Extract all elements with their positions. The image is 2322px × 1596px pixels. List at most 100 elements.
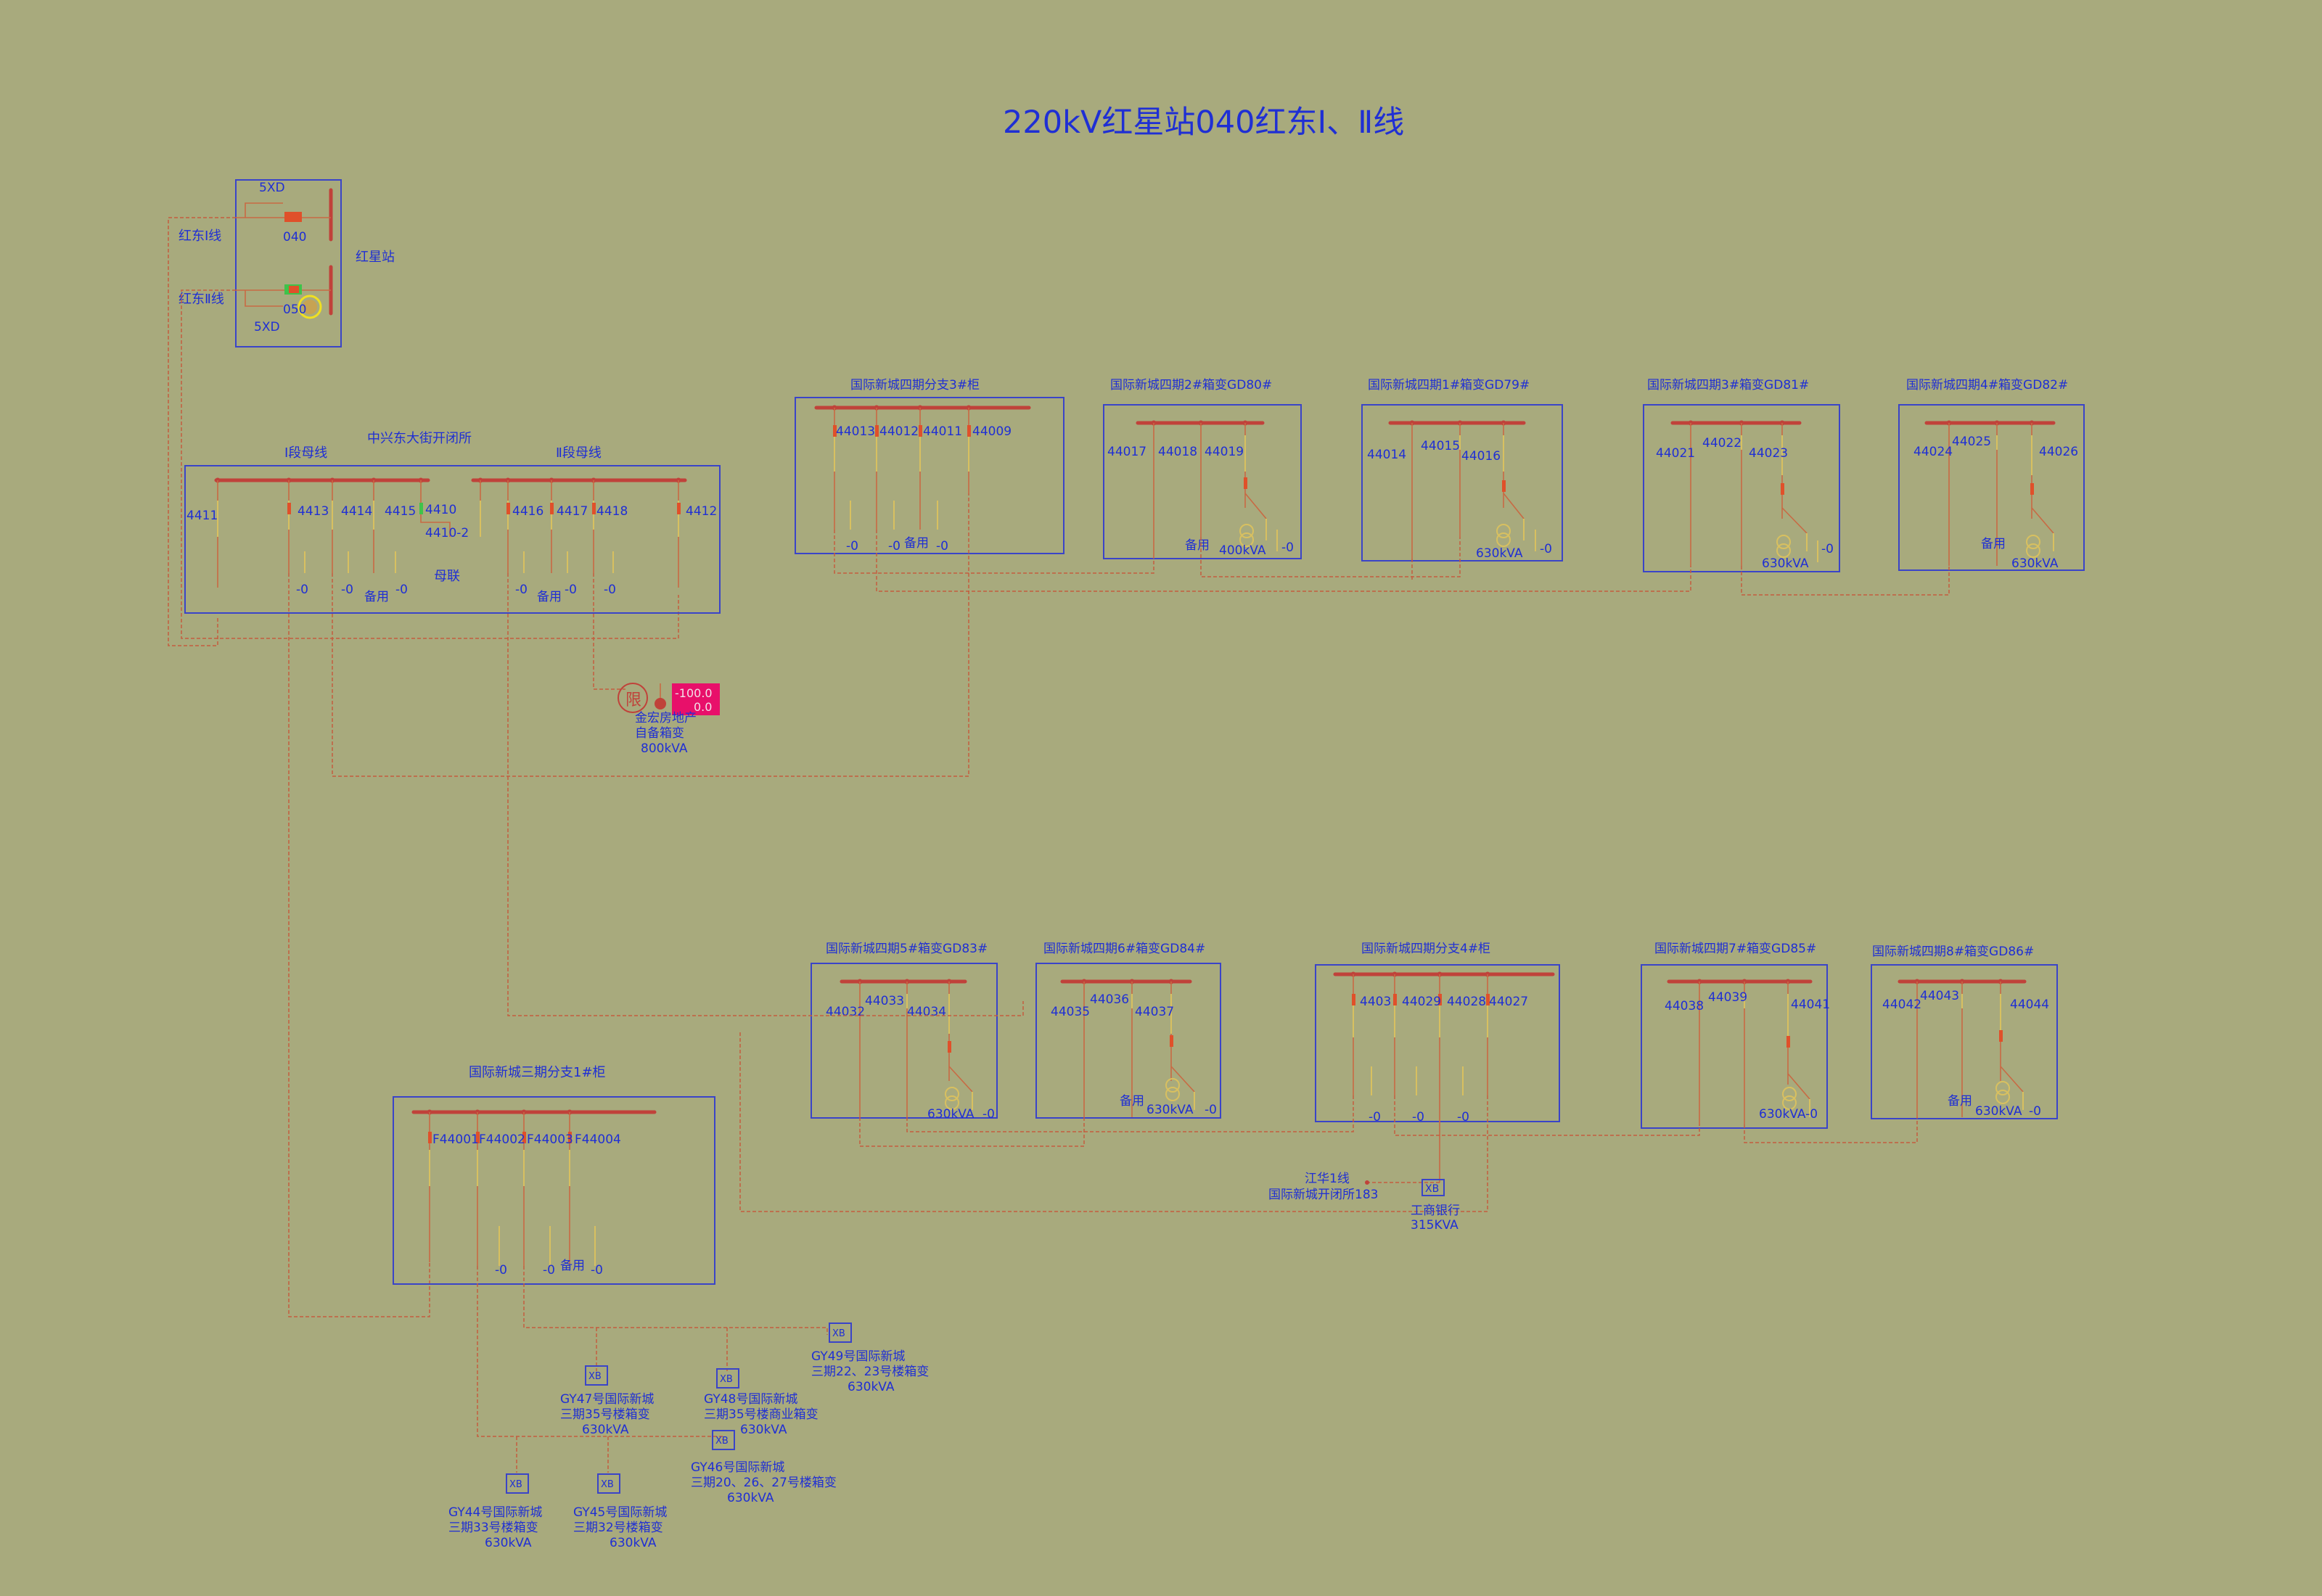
gd82-spare: 备用 (1981, 537, 2006, 551)
relay-label-1: 5XD (259, 181, 285, 195)
gd80-capacity: 400kVA (1219, 543, 1266, 558)
alarm-value-2: 0.0 (694, 700, 712, 714)
spare-1: 备用 (364, 590, 389, 604)
cab3-mark-3: -0 (936, 539, 948, 554)
mark-6: -0 (604, 583, 616, 597)
bay-44042: 44042 (1882, 998, 1921, 1012)
mark-5: -0 (565, 583, 577, 597)
bay-4412: 4412 (686, 504, 717, 519)
gd84-spare: 备用 (1120, 1094, 1144, 1108)
bank-capacity: 315KVA (1411, 1218, 1459, 1233)
bay-44041: 44041 (1791, 998, 1830, 1012)
gy44-cap: 630kVA (485, 1536, 532, 1550)
gy49-line2: 三期22、23号楼箱变 (811, 1365, 929, 1379)
gd81-capacity: 630kVA (1762, 556, 1809, 571)
bay-44011: 44011 (923, 424, 962, 439)
gy48-xb: XB (720, 1374, 733, 1385)
gd79-capacity: 630kVA (1476, 546, 1523, 561)
bay-44019: 44019 (1205, 445, 1244, 459)
bay-4411: 4411 (186, 509, 218, 523)
line-label-hongdong-2: 红东Ⅱ线 (179, 292, 224, 307)
source-station[interactable]: 5XD 040 050 5XD 红星站 红东Ⅰ线 红东Ⅱ线 (179, 179, 395, 347)
selected-breaker-marker[interactable] (298, 295, 322, 319)
switch-station[interactable]: 中兴东大街开闭所 Ⅰ段母线 Ⅱ段母线 4411 4413 4414 4415 4… (184, 431, 721, 614)
gy44-line2: 三期33号楼箱变 (448, 1521, 538, 1535)
bus-coupler-label: 母联 (434, 569, 460, 584)
cab4-mark-2: -0 (1412, 1110, 1424, 1124)
gy49-line1: GY49号国际新城 (811, 1349, 905, 1364)
bay-4416: 4416 (512, 504, 543, 519)
gy47-line2: 三期35号楼箱变 (560, 1407, 650, 1422)
bay-4410: 4410 (425, 503, 456, 517)
cab3-mark-1: -0 (846, 539, 858, 554)
gd82-capacity: 630kVA (2011, 556, 2059, 571)
cabinet-gd85[interactable]: 国际新城四期7#箱变GD85# 44038 44039 44041 630kVA… (1641, 942, 1830, 1129)
gd79-mark: -0 (1540, 542, 1552, 556)
bay-4403: 4403 (1360, 995, 1391, 1009)
line-label-hongdong-1: 红东Ⅰ线 (179, 229, 221, 244)
cabinet-phase3-branch-1[interactable]: 国际新城三期分支1#柜 F44001 F44002 F44003 F44004 … (393, 1065, 715, 1285)
gd80-mark: -0 (1281, 540, 1294, 555)
breaker-label-040: 040 (283, 230, 306, 244)
cabinet-gd79[interactable]: 国际新城四期1#箱变GD79# 44014 44015 44016 630kVA… (1361, 378, 1563, 562)
bay-4413: 4413 (298, 504, 329, 519)
cabinet-gd84[interactable]: 国际新城四期6#箱变GD84# 44035 44036 44037 备用 630… (1035, 942, 1221, 1119)
breaker-label-050: 050 (283, 303, 306, 317)
bay-4410-2: 4410-2 (425, 526, 469, 540)
bay-4414: 4414 (341, 504, 372, 519)
gy48-cap: 630kVA (740, 1423, 787, 1437)
mark-2: -0 (341, 583, 353, 597)
bay-44018: 44018 (1158, 445, 1197, 459)
switch-station-name: 中兴东大街开闭所 (367, 431, 472, 446)
bay-44021: 44021 (1656, 446, 1695, 461)
cabinet-gd86-name: 国际新城四期8#箱变GD86# (1872, 945, 2034, 959)
cabinet-branch-4[interactable]: 国际新城四期分支4#柜 4403 44029 44028 44027 -0 -0… (1315, 942, 1560, 1182)
cabinet-branch-4-name: 国际新城四期分支4#柜 (1361, 942, 1490, 956)
phase3-spare: 备用 (560, 1259, 585, 1273)
bay-44029: 44029 (1402, 995, 1441, 1009)
bay-4415: 4415 (385, 504, 416, 519)
gy47-line1: GY47号国际新城 (560, 1392, 654, 1407)
box-transformers[interactable]: XB GY49号国际新城 三期22、23号楼箱变 630kVA XB GY47号… (448, 1323, 929, 1550)
bus-1-label: Ⅰ段母线 (284, 445, 327, 461)
bay-44023: 44023 (1749, 446, 1788, 461)
gy47-xb: XB (588, 1371, 602, 1382)
bay-4418: 4418 (596, 504, 628, 519)
cabinet-gd79-name: 国际新城四期1#箱变GD79# (1368, 378, 1530, 392)
bay-44039: 44039 (1708, 990, 1747, 1005)
jianghua-station-label: 国际新城开闭所183 (1268, 1188, 1378, 1202)
cabinet-gd80[interactable]: 国际新城四期2#箱变GD80# 44017 44018 44019 备用 400… (1103, 378, 1302, 559)
cabinet-gd85-name: 国际新城四期7#箱变GD85# (1654, 942, 1816, 956)
phase3-mark-2: -0 (543, 1263, 555, 1278)
jianghua-line[interactable]: 江华1线 国际新城开闭所183 (1268, 1172, 1378, 1202)
cabinet-branch-3-name: 国际新城四期分支3#柜 (850, 378, 980, 392)
cabinet-gd84-name: 国际新城四期6#箱变GD84# (1043, 942, 1205, 956)
cabinet-branch-3[interactable]: 国际新城四期分支3#柜 44013 44012 44011 44009 -0 -… (795, 378, 1064, 554)
gd86-mark: -0 (2029, 1104, 2041, 1119)
gd80-spare: 备用 (1185, 538, 1210, 553)
bay-44026: 44026 (2039, 445, 2078, 459)
cab3-spare: 备用 (904, 536, 929, 551)
cabinet-gd83[interactable]: 国际新城四期5#箱变GD83# 44032 44033 44034 630kVA… (811, 942, 998, 1122)
mark-3: -0 (395, 583, 408, 597)
bay-44014: 44014 (1367, 448, 1406, 462)
bay-44025: 44025 (1952, 435, 1991, 449)
cab4-mark-3: -0 (1457, 1110, 1469, 1124)
bay-44012: 44012 (879, 424, 919, 439)
page-title: 220kV红星站040红东Ⅰ、Ⅱ线 (1003, 104, 1404, 141)
bay-4417: 4417 (557, 504, 588, 519)
cabinet-gd86[interactable]: 国际新城四期8#箱变GD86# 44042 44043 44044 备用 630… (1871, 945, 2058, 1119)
alarm-value-1: -100.0 (675, 686, 713, 700)
spare-2: 备用 (537, 590, 562, 604)
gy44-line1: GY44号国际新城 (448, 1505, 542, 1520)
cabinet-gd82[interactable]: 国际新城四期4#箱变GD82# 44024 44025 44026 备用 630… (1898, 378, 2085, 571)
gd84-mark: -0 (1205, 1103, 1217, 1117)
private-transformer[interactable]: 限 -100.0 0.0 金宏房地产 自备箱变 800kVA (618, 683, 720, 756)
bank-transformer[interactable]: XB 工商银行 315KVA (1411, 1179, 1460, 1233)
bay-44043: 44043 (1920, 989, 1959, 1003)
cabinet-gd81-name: 国际新城四期3#箱变GD81# (1647, 378, 1809, 392)
cabinet-gd81[interactable]: 国际新城四期3#箱变GD81# 44021 44022 44023 630kVA… (1643, 378, 1840, 572)
private-transformer-type: 自备箱变 (635, 726, 684, 741)
mark-4: -0 (515, 583, 528, 597)
